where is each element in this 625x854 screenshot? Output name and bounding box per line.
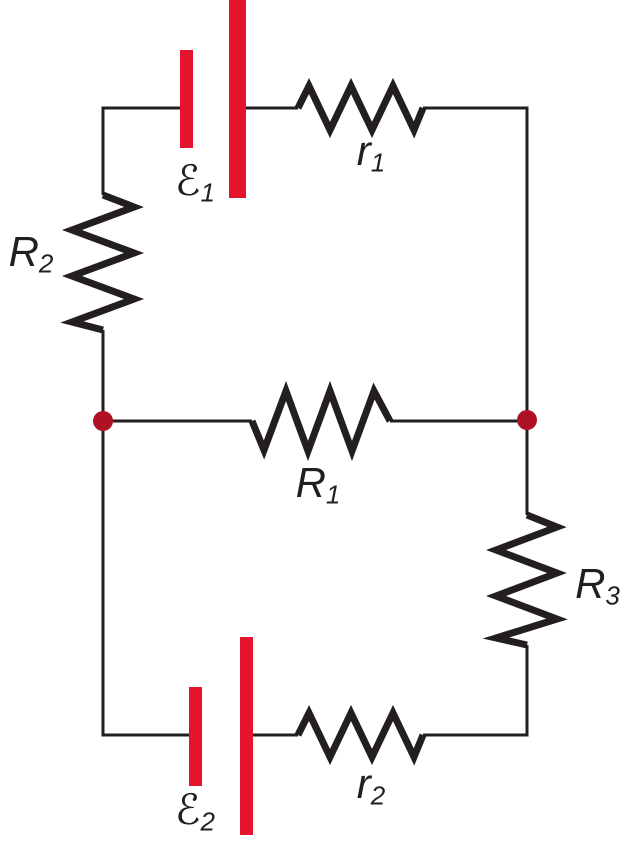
label-R3-base: R [575, 560, 606, 607]
label-R1-base: R [295, 459, 326, 506]
label-emf2-base: ℰ [175, 785, 201, 834]
junction-dot-left [93, 411, 113, 431]
label-r2-base: r [356, 760, 371, 807]
wire-bottom-right-corner [423, 645, 529, 737]
wire-top-left-corner [101, 106, 180, 195]
label-r2-sub: 2 [370, 780, 386, 811]
label-R3: R3 [570, 560, 625, 609]
label-r1-sub: 1 [370, 147, 386, 178]
label-R1-sub: 1 [325, 479, 341, 510]
label-r2: r2 [342, 760, 400, 809]
label-r1: r1 [342, 127, 400, 176]
emf2-short-plate [189, 687, 202, 786]
label-emf2: ℰ2 [156, 789, 234, 835]
resistor-R1-zigzag [248, 380, 394, 462]
resistor-r2-zigzag [294, 704, 427, 766]
emf2-long-plate [240, 637, 253, 835]
label-r1-base: r [356, 127, 371, 174]
label-emf1: ℰ1 [160, 160, 230, 206]
label-emf1-base: ℰ [175, 156, 201, 205]
label-emf2-sub: 2 [200, 806, 215, 837]
resistor-R3-zigzag [482, 511, 568, 649]
emf1-long-plate [229, 0, 246, 198]
emf1-short-plate [180, 50, 193, 148]
junction-dot-right [517, 410, 537, 430]
resistor-R2-zigzag [60, 191, 145, 334]
label-R2-base: R [8, 228, 39, 275]
resistor-r1-zigzag [294, 77, 427, 139]
label-R2-sub: 2 [38, 248, 54, 279]
label-R2: R2 [0, 228, 62, 277]
wire-left-lower-and-bottom-left [101, 330, 189, 737]
label-R1: R1 [286, 459, 350, 508]
wire-top-right-corner [423, 106, 529, 515]
label-emf1-sub: 1 [200, 177, 215, 208]
label-R3-sub: 3 [605, 580, 620, 611]
